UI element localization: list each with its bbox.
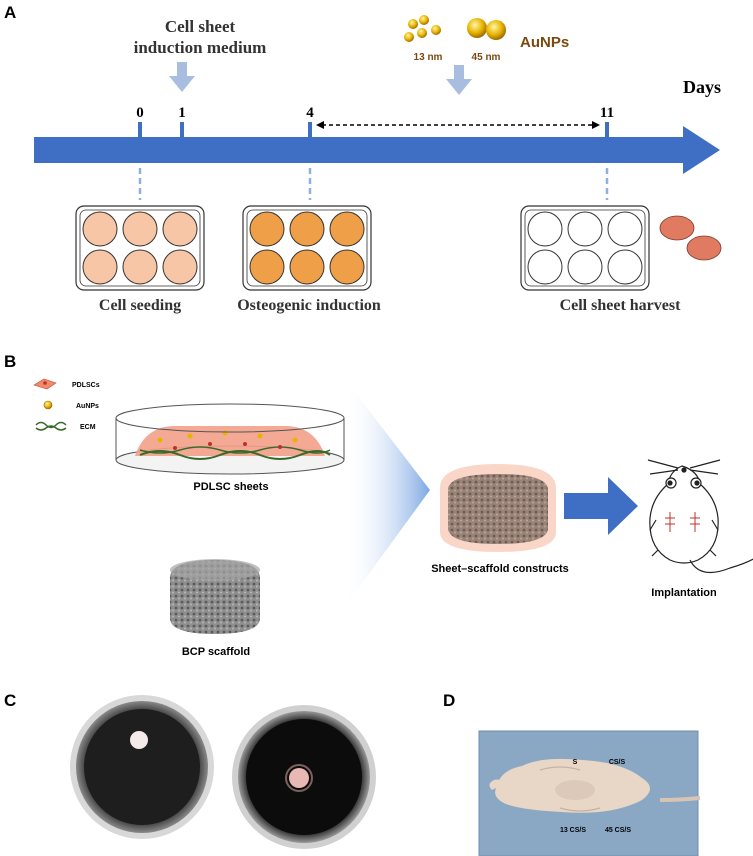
harvested-sheet-2 <box>686 235 722 261</box>
panel-label-d: D <box>443 691 455 710</box>
pdlsc-sheet-dish <box>115 403 345 475</box>
bcp-scaffold <box>170 559 260 634</box>
legend-aunp-icon <box>43 400 53 410</box>
legend-aunp: AuNPs <box>76 403 99 410</box>
tick-day-11 <box>605 122 609 138</box>
tick-day-1 <box>180 122 184 138</box>
mouse-label-s: S <box>573 759 578 766</box>
medium-label-line2: induction medium <box>134 38 267 57</box>
implant-arrow-icon <box>564 477 638 535</box>
harvested-sheet-1 <box>659 215 695 241</box>
aunp-window-dashed-arrow <box>316 121 600 129</box>
plate-seeding <box>75 205 205 291</box>
panel-label-a: A <box>4 3 16 22</box>
day-1-label: 1 <box>178 105 186 121</box>
dish-photo-2 <box>232 705 376 849</box>
plate-osteogenic <box>242 205 372 291</box>
aunp-45-label: 45 nm <box>472 52 501 63</box>
legend-ecm-icon <box>35 421 67 431</box>
sheets-label: PDLSC sheets <box>193 481 268 493</box>
stage-osteo-label: Osteogenic induction <box>237 297 381 314</box>
aunp-title: AuNPs <box>520 34 569 51</box>
mouse-photo <box>478 730 701 856</box>
tick-day-0 <box>138 122 142 138</box>
panel-label-c: C <box>4 691 16 710</box>
construct-label: Sheet–scaffold constructs <box>431 563 569 575</box>
mouse-label-45: 45 CS/S <box>605 827 631 834</box>
merge-cone <box>344 378 430 608</box>
aunp-13nm-icon <box>404 15 441 42</box>
stage-seeding-label: Cell seeding <box>99 297 181 314</box>
day-0-label: 0 <box>136 105 144 121</box>
dish-photo-1 <box>70 695 214 839</box>
plate-harvest <box>520 205 650 291</box>
tick-day-4 <box>308 122 312 138</box>
mouse-label-13: 13 CS/S <box>560 827 586 834</box>
stage-harvest-label: Cell sheet harvest <box>560 297 682 314</box>
mouse-illustration <box>647 459 753 574</box>
medium-arrow-icon <box>169 62 195 92</box>
mouse-label-cs: CS/S <box>609 759 626 766</box>
aunp-45nm-icon <box>467 18 506 40</box>
day-11-label: 11 <box>600 105 614 121</box>
panel-label-b: B <box>4 352 16 371</box>
aunp-arrow-icon <box>446 65 472 95</box>
scaffold-label: BCP scaffold <box>182 646 250 658</box>
legend-pdlsc: PDLSCs <box>72 382 100 389</box>
medium-label-line1: Cell sheet <box>165 17 236 36</box>
aunp-13-label: 13 nm <box>414 52 443 63</box>
timeline-arrow <box>34 126 720 174</box>
implant-label: Implantation <box>651 587 717 599</box>
day-4-label: 4 <box>306 105 314 121</box>
sheet-scaffold-construct <box>440 464 556 552</box>
days-label: Days <box>683 77 721 97</box>
legend-pdlsc-icon <box>33 378 57 390</box>
legend-ecm: ECM <box>80 424 96 431</box>
